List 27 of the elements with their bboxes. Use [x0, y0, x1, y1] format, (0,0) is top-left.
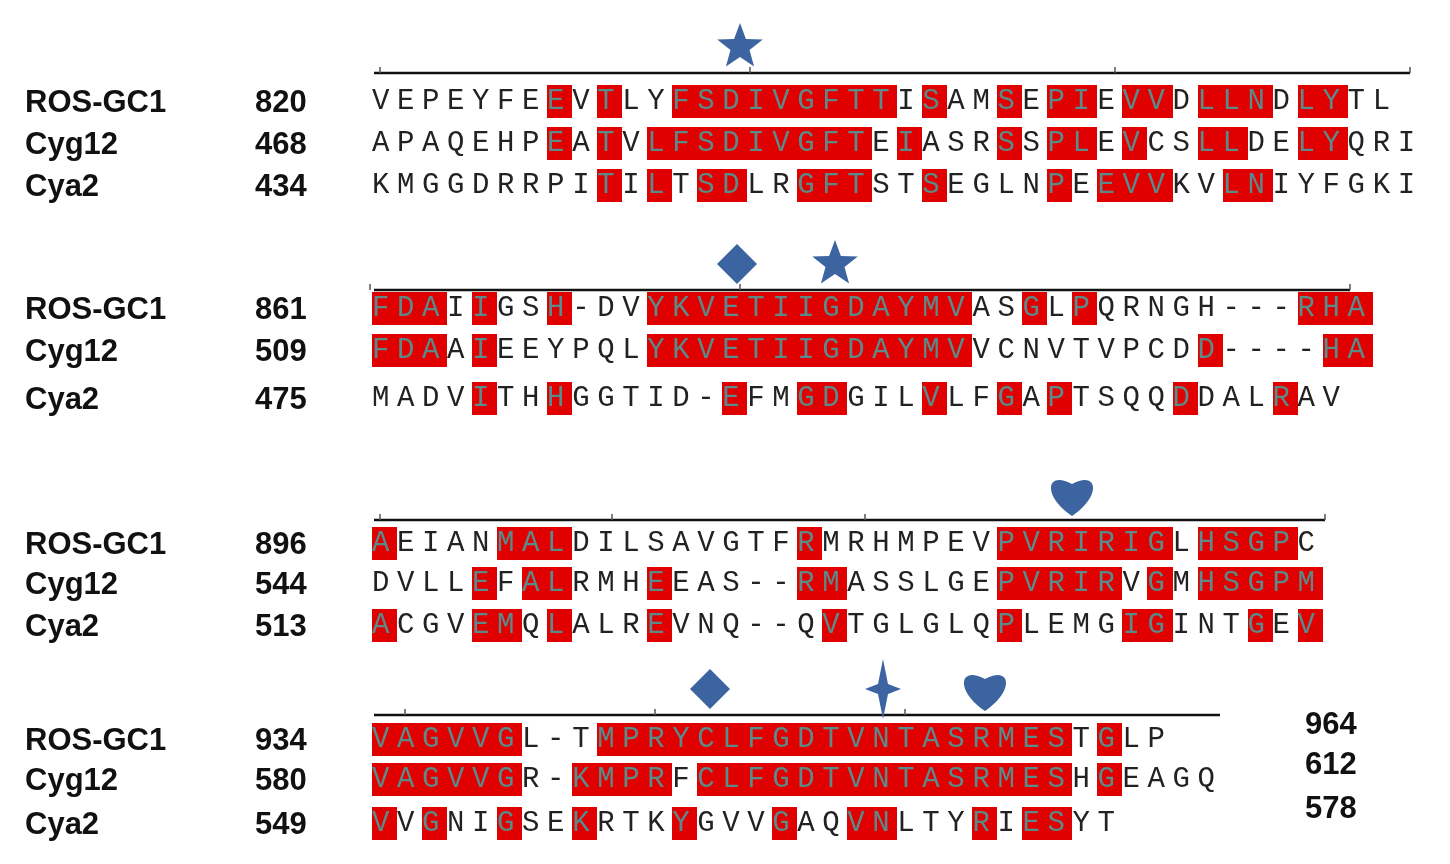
species-name: Cyg12 — [25, 126, 119, 162]
species-name: ROS-GC1 — [25, 84, 167, 120]
residue-number: 612 — [1305, 746, 1357, 782]
residue-number: 513 — [255, 608, 307, 644]
residue-number: 580 — [255, 762, 307, 798]
species-name: Cyg12 — [25, 762, 119, 798]
species-name: ROS-GC1 — [25, 291, 167, 327]
species-name: Cya2 — [25, 168, 100, 204]
residue-number: 549 — [255, 806, 307, 842]
residue-number: 934 — [255, 722, 307, 758]
species-name: ROS-GC1 — [25, 526, 167, 562]
species-name: Cyg12 — [25, 333, 119, 369]
residue-number: 964 — [1305, 706, 1357, 742]
residue-number: 861 — [255, 291, 307, 327]
species-name: Cyg12 — [25, 566, 119, 602]
species-name: Cya2 — [25, 608, 100, 644]
residue-number: 509 — [255, 333, 307, 369]
species-name: Cya2 — [25, 381, 100, 417]
residue-number: 820 — [255, 84, 307, 120]
residue-number: 578 — [1305, 790, 1357, 826]
residue-number: 475 — [255, 381, 307, 417]
species-name: ROS-GC1 — [25, 722, 167, 758]
species-name: Cya2 — [25, 806, 100, 842]
residue-number: 544 — [255, 566, 307, 602]
residue-number: 468 — [255, 126, 307, 162]
residue-number: 896 — [255, 526, 307, 562]
residue-number: 434 — [255, 168, 307, 204]
